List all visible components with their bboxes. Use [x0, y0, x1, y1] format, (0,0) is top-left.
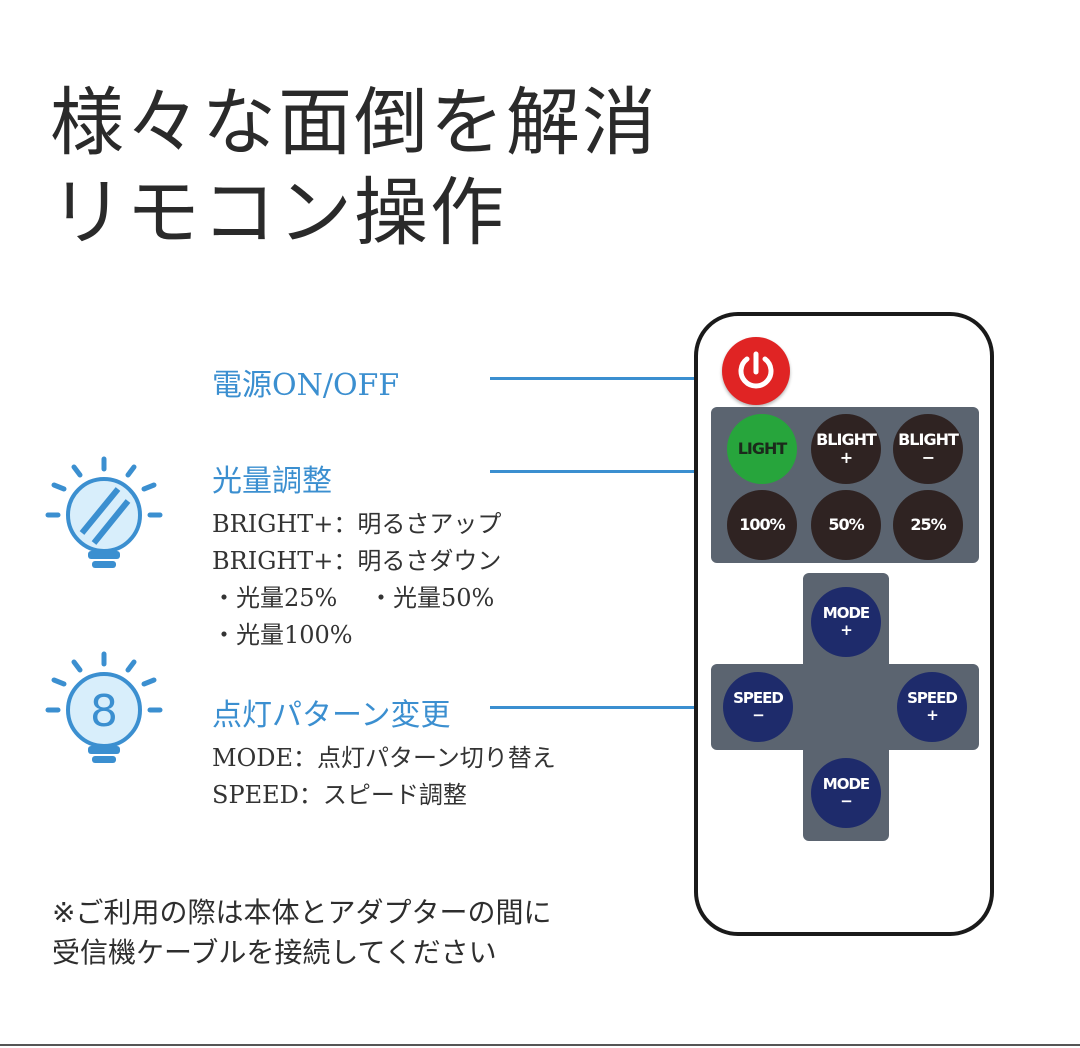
blight-plus-button[interactable]: BLIGHT + [811, 414, 881, 484]
brightness-desc: BRIGHT+：明るさアップ BRIGHT+：明るさダウン ・光量25% ・光量… [212, 506, 501, 654]
usage-note: ※ご利用の際は本体とアダプターの間に 受信機ケーブルを接続してください [52, 893, 551, 973]
brightness-desc-line: ・光量100% [212, 621, 353, 649]
light-button-label: LIGHT [737, 439, 788, 458]
pattern-desc-line: SPEED：スピード調整 [212, 781, 467, 809]
usage-note-line: 受信機ケーブルを接続してください [52, 936, 497, 969]
brightness-25-label: 25% [910, 515, 946, 534]
brightness-desc-line: ・光量25% ・光量50% [212, 584, 495, 612]
speed-minus-sign: − [752, 706, 765, 724]
mode-plus-label: MODE [822, 604, 870, 622]
brightness-label: 光量調整 [212, 464, 332, 499]
brightness-leader-line [490, 470, 722, 473]
title-line-2: リモコン操作 [50, 170, 506, 256]
bulb-brightness-icon [45, 456, 163, 568]
light-button[interactable]: LIGHT [727, 414, 797, 484]
brightness-25-button[interactable]: 25% [893, 490, 963, 560]
blight-plus-sign: + [839, 448, 853, 467]
svg-text:8: 8 [90, 686, 118, 737]
power-icon [738, 351, 774, 389]
pattern-desc-line: MODE：点灯パターン切り替え [212, 744, 556, 772]
brightness-50-label: 50% [828, 515, 864, 534]
title-line-1: 様々な面倒を解消 [50, 80, 658, 166]
power-label: 電源ON/OFF [212, 368, 400, 403]
usage-note-line: ※ご利用の際は本体とアダプターの間に [52, 896, 552, 929]
mode-plus-sign: + [840, 621, 853, 639]
brightness-100-label: 100% [739, 515, 785, 534]
blight-minus-label: BLIGHT [898, 430, 959, 449]
mode-minus-label: MODE [822, 775, 870, 793]
power-leader-line [490, 377, 722, 380]
pattern-desc: MODE：点灯パターン切り替え SPEED：スピード調整 [212, 740, 556, 814]
mode-minus-button[interactable]: MODE − [811, 758, 881, 828]
blight-plus-label: BLIGHT [816, 430, 877, 449]
blight-minus-sign: − [921, 448, 935, 467]
speed-plus-label: SPEED [907, 689, 958, 707]
power-button[interactable] [722, 337, 790, 405]
brightness-100-button[interactable]: 100% [727, 490, 797, 560]
blight-minus-button[interactable]: BLIGHT − [893, 414, 963, 484]
brightness-desc-line: BRIGHT+：明るさダウン [212, 547, 502, 575]
speed-minus-button[interactable]: SPEED − [723, 672, 793, 742]
speed-plus-button[interactable]: SPEED + [897, 672, 967, 742]
pattern-label: 点灯パターン変更 [212, 698, 451, 733]
mode-plus-button[interactable]: MODE + [811, 587, 881, 657]
brightness-desc-line: BRIGHT+：明るさアップ [212, 510, 502, 538]
speed-plus-sign: + [926, 706, 939, 724]
brightness-50-button[interactable]: 50% [811, 490, 881, 560]
bottom-divider [0, 1044, 1080, 1046]
mode-minus-sign: − [840, 792, 853, 810]
bulb-number-8-icon: 8 [45, 651, 163, 763]
pattern-leader-line [490, 706, 722, 709]
speed-minus-label: SPEED [733, 689, 784, 707]
